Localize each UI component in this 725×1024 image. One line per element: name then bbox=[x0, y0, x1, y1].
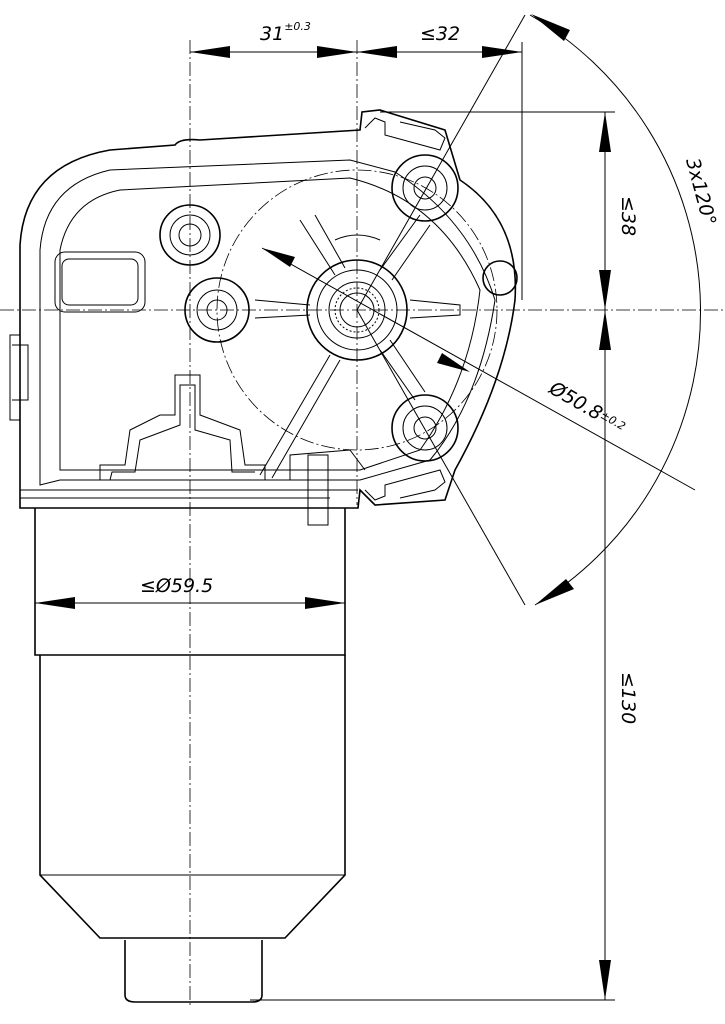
output-shaft bbox=[306, 259, 408, 361]
dim-32: ≤32 bbox=[420, 23, 460, 45]
dim-31: 31±0.3 bbox=[260, 20, 311, 45]
gearbox-housing bbox=[9, 109, 517, 526]
mounting-holes bbox=[159, 154, 518, 462]
centerlines bbox=[0, 40, 725, 1005]
dim-motor-diameter: ≤Ø59.5 bbox=[140, 575, 213, 597]
dim-130: ≤130 bbox=[617, 672, 639, 724]
motor-can bbox=[34, 508, 346, 1003]
dim-38: ≤38 bbox=[617, 196, 639, 236]
dimension-lines bbox=[35, 14, 701, 1001]
bolt-circle bbox=[216, 169, 498, 451]
